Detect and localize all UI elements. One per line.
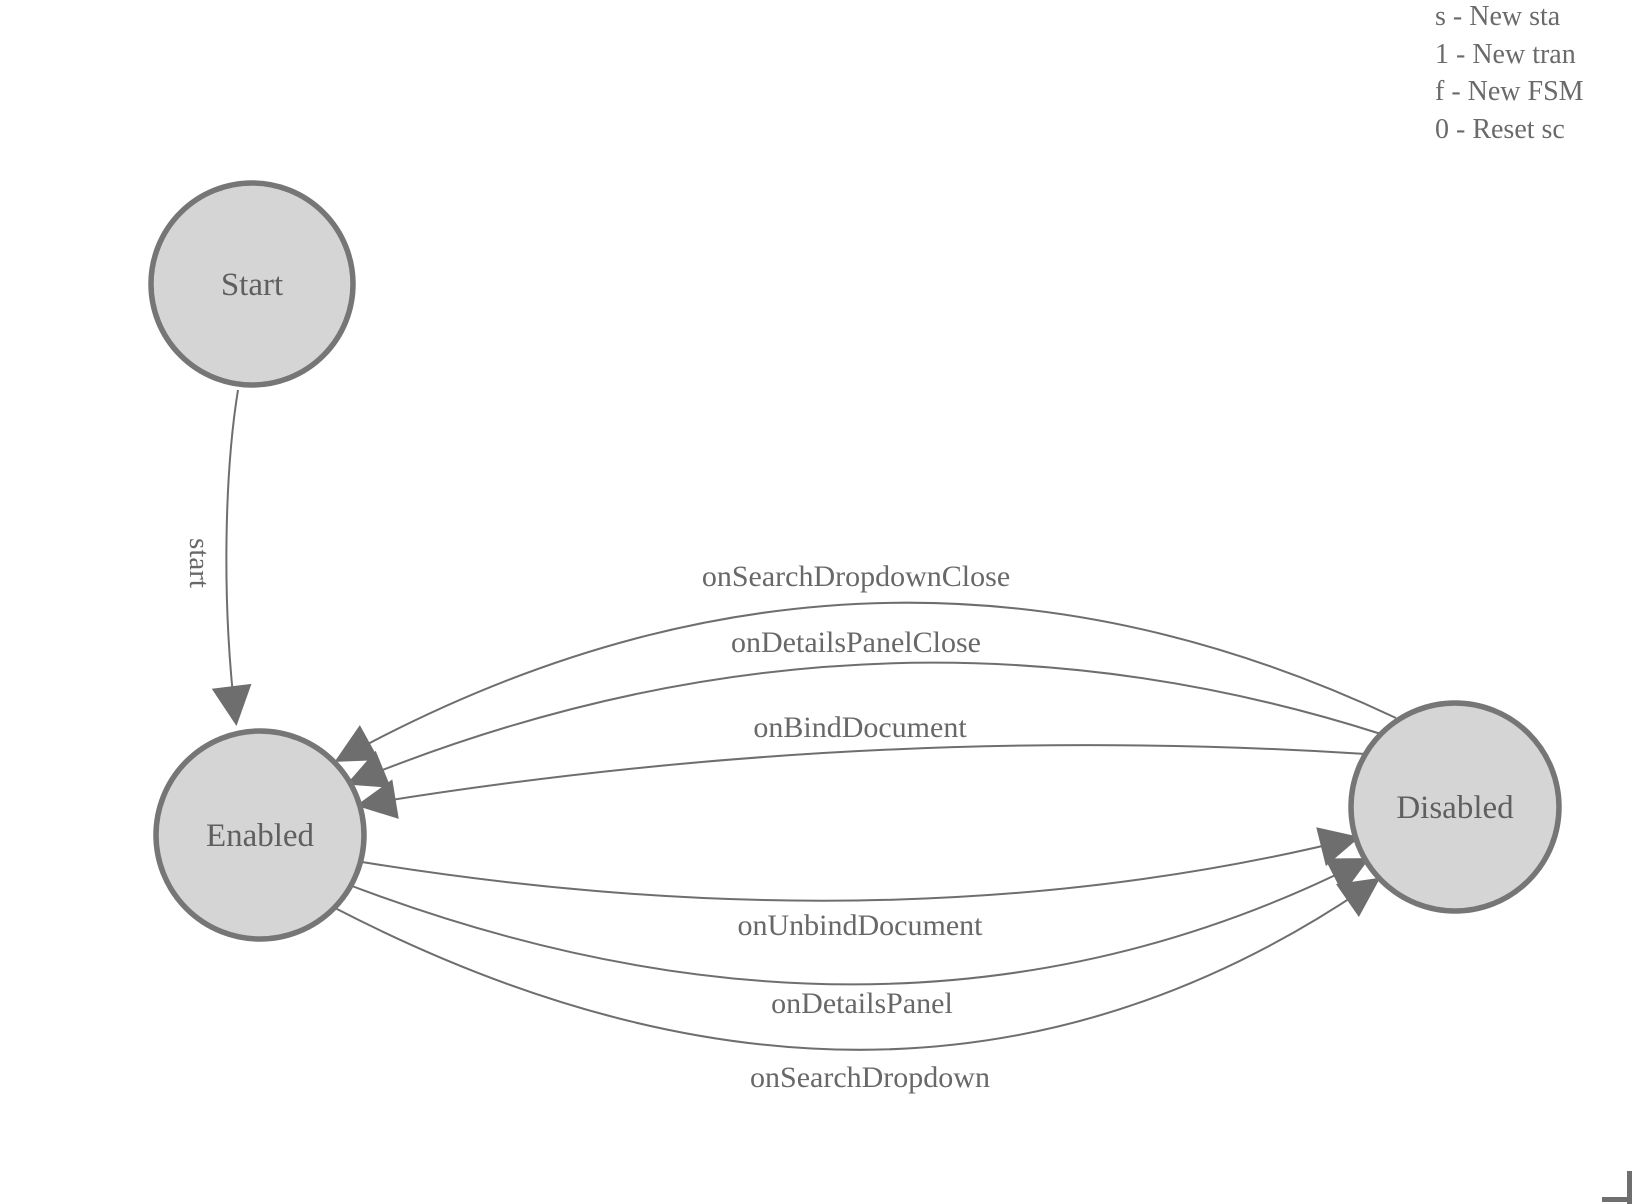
state-node-enabled[interactable]: Enabled bbox=[153, 728, 367, 942]
edge-onUnbindDocument[interactable] bbox=[361, 827, 1360, 902]
state-label-disabled: Disabled bbox=[1396, 790, 1514, 826]
edge-label-onSearchDropdown: onSearchDropdown bbox=[750, 1061, 990, 1094]
edge-label-onUnbindDocument: onUnbindDocument bbox=[738, 909, 984, 942]
legend-line-new-fsm: f - New FSM bbox=[1435, 76, 1584, 107]
edge-onSearchDropdownClose[interactable] bbox=[334, 601, 1397, 762]
state-label-enabled: Enabled bbox=[206, 818, 315, 854]
shortcut-legend: s - New sta 1 - New tran f - New FSM 0 -… bbox=[1435, 1, 1584, 145]
edge-onBindDocument[interactable] bbox=[356, 744, 1367, 819]
edge-onDetailsPanelClose[interactable] bbox=[346, 661, 1382, 788]
legend-line-reset: 0 - Reset sc bbox=[1435, 114, 1565, 145]
edge-onDetailsPanel[interactable] bbox=[351, 858, 1370, 986]
edge-label-onSearchDropdownClose: onSearchDropdownClose bbox=[702, 560, 1010, 593]
edge-label-onDetailsPanelClose: onDetailsPanelClose bbox=[731, 626, 981, 659]
state-circle-disabled[interactable] bbox=[1348, 700, 1562, 914]
corner-handle-vertical-bar bbox=[1627, 1171, 1632, 1204]
edge-start-to-enabled[interactable] bbox=[211, 389, 252, 726]
corner-resize-handle[interactable] bbox=[1602, 1171, 1632, 1204]
legend-line-new-transition: 1 - New tran bbox=[1435, 39, 1576, 70]
state-node-start[interactable]: Start bbox=[148, 180, 356, 388]
legend-line-new-state: s - New sta bbox=[1435, 1, 1561, 32]
edge-label-onDetailsPanel: onDetailsPanel bbox=[771, 987, 953, 1020]
state-circle-start[interactable] bbox=[148, 180, 356, 388]
edge-label-start: start bbox=[183, 538, 215, 588]
corner-handle-horizontal-bar bbox=[1602, 1197, 1632, 1202]
edge-onSearchDropdown[interactable] bbox=[334, 877, 1381, 1051]
state-label-start: Start bbox=[221, 267, 283, 303]
edge-label-onBindDocument: onBindDocument bbox=[753, 711, 967, 744]
state-circle-enabled[interactable] bbox=[153, 728, 367, 942]
state-node-disabled[interactable]: Disabled bbox=[1348, 700, 1562, 914]
